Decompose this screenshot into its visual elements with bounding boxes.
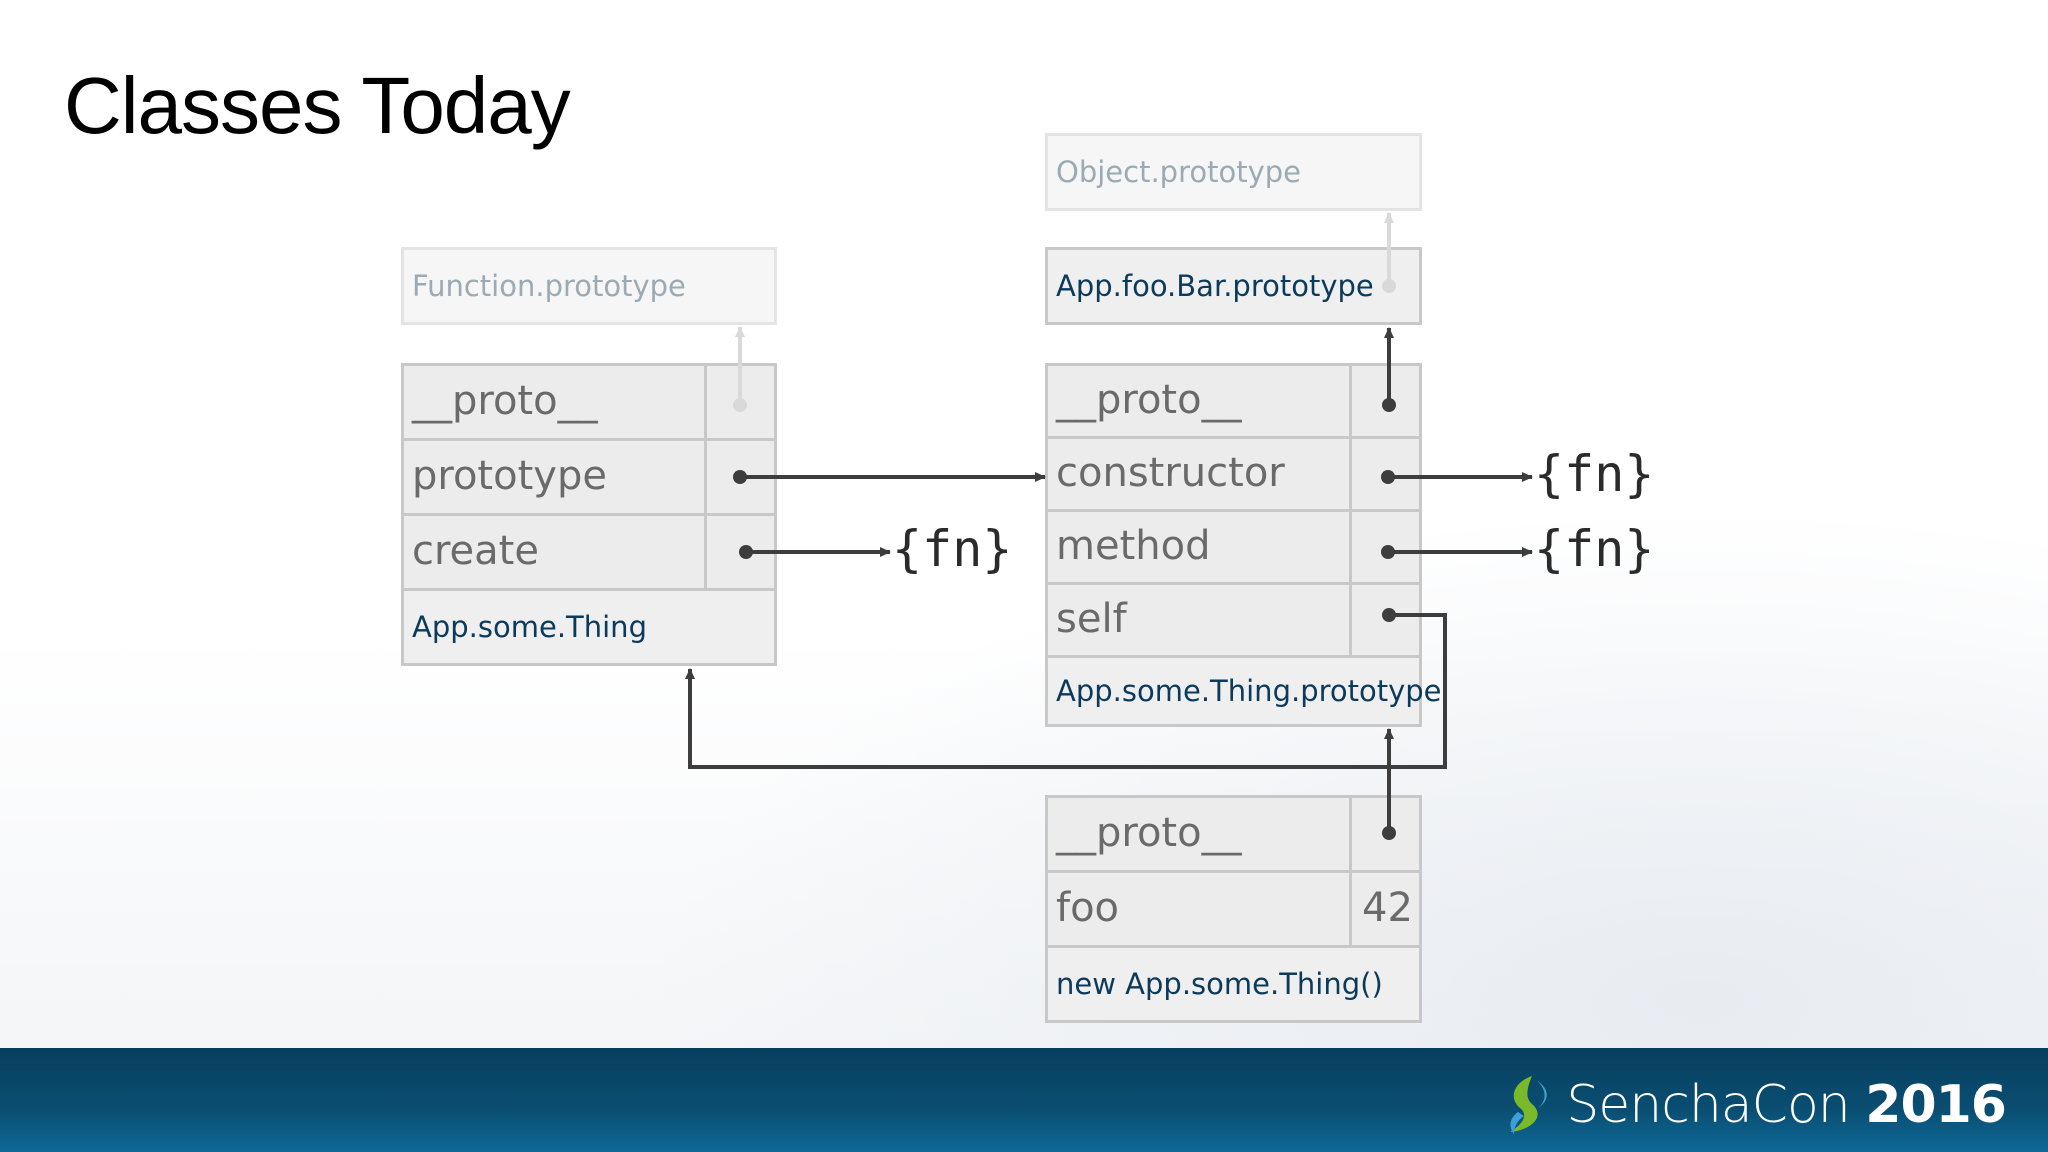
brand: SenchaCon 2016 <box>1502 1070 2007 1140</box>
row-pointer-cell <box>1349 363 1422 439</box>
bar-prototype-box: App.foo.Bar.prototype <box>1045 247 1422 325</box>
brand-name-text: SenchaCon <box>1566 1075 1850 1135</box>
sencha-logo-icon <box>1510 1076 1548 1134</box>
row-pointer-cell <box>1349 795 1422 873</box>
proto-row-method: method <box>1045 509 1422 585</box>
instance-row-proto: __proto__ <box>1045 795 1422 873</box>
proto-row-self: self <box>1045 582 1422 658</box>
row-pointer-cell <box>1349 582 1422 658</box>
footer-bar <box>0 1048 2048 1152</box>
row-label: constructor <box>1056 450 1285 497</box>
row-label: prototype <box>412 453 607 500</box>
function-prototype-label: Function.prototype <box>412 269 686 303</box>
row-label: __proto__ <box>412 378 598 425</box>
brand-year: 2016 <box>1865 1075 2007 1135</box>
row-label: foo <box>1056 885 1120 932</box>
row-label: method <box>1056 523 1211 570</box>
row-label: self <box>1056 596 1127 643</box>
row-label: create <box>412 528 539 575</box>
row-pointer-cell <box>1349 509 1422 585</box>
row-pointer-cell <box>704 513 777 591</box>
proto-caption-text: App.some.Thing.prototype <box>1056 674 1442 708</box>
class-row-prototype: prototype <box>401 438 777 516</box>
proto-row-constructor: constructor <box>1045 436 1422 512</box>
row-label: __proto__ <box>1056 810 1242 857</box>
fn-method-target: {fn} <box>1534 520 1655 578</box>
slide-title: Classes Today <box>64 61 571 150</box>
class-row-proto: __proto__ <box>401 363 777 441</box>
proto-row-proto: __proto__ <box>1045 363 1422 439</box>
fn-constructor-target: {fn} <box>1534 445 1655 503</box>
row-value-cell: 42 <box>1349 870 1422 948</box>
row-pointer-cell <box>704 438 777 516</box>
instance-row-foo: foo 42 <box>1045 870 1422 948</box>
row-pointer-cell <box>1349 436 1422 512</box>
row-pointer-cell <box>704 363 777 441</box>
class-caption: App.some.Thing <box>401 588 777 666</box>
class-row-create: create <box>401 513 777 591</box>
object-prototype-box: Object.prototype <box>1045 133 1422 211</box>
instance-caption-text: new App.some.Thing() <box>1056 967 1383 1001</box>
bar-prototype-label: App.foo.Bar.prototype <box>1056 269 1374 303</box>
foo-value: 42 <box>1362 885 1413 931</box>
brand-name: SenchaCon 2016 <box>1566 1075 2007 1135</box>
function-prototype-box: Function.prototype <box>401 247 777 325</box>
class-caption-text: App.some.Thing <box>412 610 647 644</box>
instance-caption: new App.some.Thing() <box>1045 945 1422 1023</box>
fn-create-target: {fn} <box>892 520 1013 578</box>
row-label: __proto__ <box>1056 377 1242 424</box>
object-prototype-label: Object.prototype <box>1056 155 1301 189</box>
proto-caption: App.some.Thing.prototype <box>1045 655 1442 727</box>
